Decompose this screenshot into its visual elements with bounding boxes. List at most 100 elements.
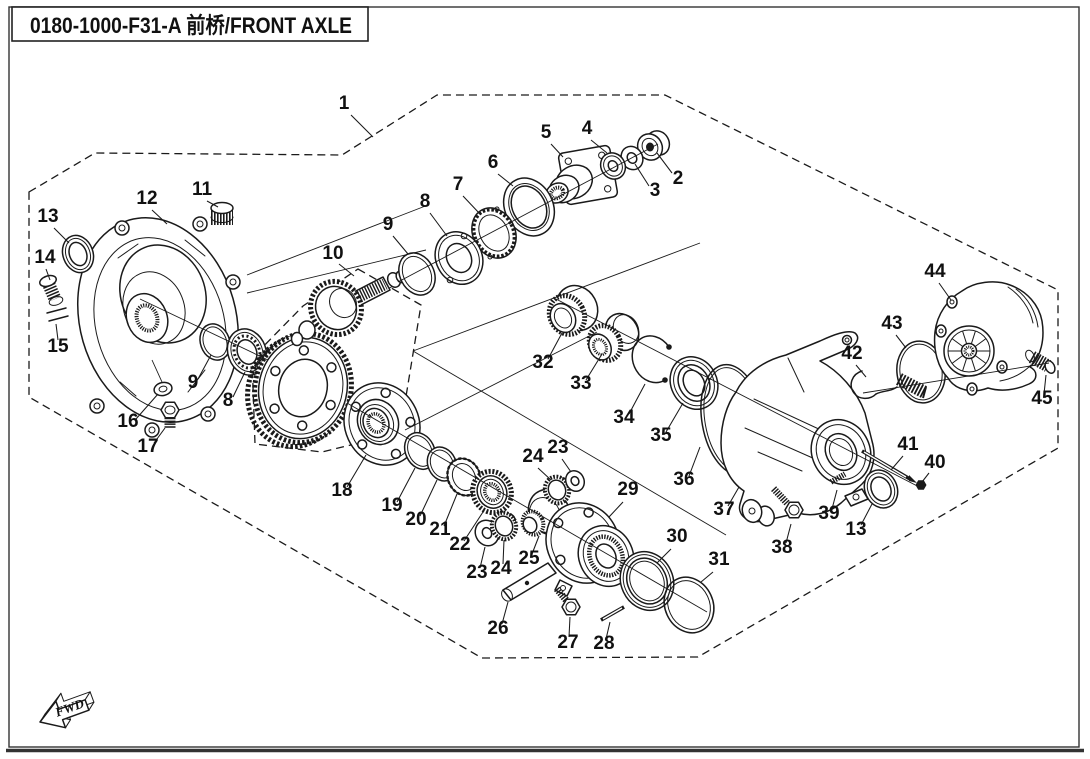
leader-line-6 xyxy=(497,173,514,187)
callout-4: 4 xyxy=(582,118,593,139)
callout-18: 18 xyxy=(331,480,352,501)
callout-23: 23 xyxy=(547,437,568,458)
part-11-bushing xyxy=(210,201,234,225)
leader-line-29 xyxy=(608,501,624,518)
leader-line-24 xyxy=(537,467,552,481)
part-10-pinion-gear-set-boundary xyxy=(251,268,422,453)
callout-30: 30 xyxy=(666,526,687,547)
leader-line-11 xyxy=(206,200,219,208)
leader-line-9 xyxy=(197,354,212,380)
callout-8: 8 xyxy=(420,191,431,212)
callout-24: 24 xyxy=(490,558,512,579)
callout-44: 44 xyxy=(924,261,946,282)
callout-27: 27 xyxy=(557,632,578,653)
callout-17: 17 xyxy=(137,436,158,457)
part-15-retaining-clip xyxy=(46,307,69,322)
callout-33: 33 xyxy=(570,373,591,394)
callout-23: 23 xyxy=(466,562,487,583)
callout-3: 3 xyxy=(650,180,661,201)
leader-line-40 xyxy=(921,472,930,483)
callout-25: 25 xyxy=(518,548,540,569)
part-13-oil-seal-left xyxy=(61,234,95,274)
callout-28: 28 xyxy=(593,633,614,654)
leader-line-41 xyxy=(890,455,904,471)
leader-line-22 xyxy=(463,511,484,542)
callout-38: 38 xyxy=(771,537,792,558)
callout-42: 42 xyxy=(841,343,862,364)
part-21-wave-washer xyxy=(446,457,482,497)
callout-6: 6 xyxy=(488,152,499,173)
leader-line-7 xyxy=(462,195,481,215)
leader-line-1 xyxy=(350,114,374,138)
part-27-bolt xyxy=(553,585,581,616)
leader-line-3 xyxy=(634,163,650,187)
callout-22: 22 xyxy=(449,534,470,555)
leader-line-26 xyxy=(501,601,509,625)
callout-26: 26 xyxy=(487,618,508,639)
callout-41: 41 xyxy=(897,434,919,455)
leader-line-5 xyxy=(550,143,564,158)
part-33-spline-gear xyxy=(586,312,640,363)
leader-line-25 xyxy=(531,535,540,555)
leader-line-15 xyxy=(55,323,59,341)
leader-line-34 xyxy=(628,383,646,415)
callout-8: 8 xyxy=(223,390,234,411)
flange-bolt-holes xyxy=(350,387,416,460)
part-41-shift-rod xyxy=(861,449,917,483)
leader-line-13 xyxy=(860,503,873,526)
callout-16: 16 xyxy=(117,411,138,432)
callout-7: 7 xyxy=(453,174,464,195)
callout-31: 31 xyxy=(708,549,730,570)
leader-line-37 xyxy=(727,486,740,507)
leader-line-14 xyxy=(45,268,51,281)
part-17-drain-plug xyxy=(160,401,180,428)
part-6-oil-seal xyxy=(502,177,556,237)
leader-line-33 xyxy=(585,353,603,381)
leader-line-30 xyxy=(656,548,672,564)
callout-11: 11 xyxy=(192,179,213,200)
leader-line-21 xyxy=(443,493,458,527)
callout-13: 13 xyxy=(845,519,866,540)
part-8-bearing-front xyxy=(434,231,484,285)
leader-line-4 xyxy=(590,139,608,154)
part-12-gearcase-cover xyxy=(75,216,245,438)
leader-line-18 xyxy=(346,454,367,488)
leader-line-44 xyxy=(938,282,952,301)
leader-line-23 xyxy=(561,458,572,473)
callout-37: 37 xyxy=(713,499,734,520)
part-13-oil-seal-right xyxy=(863,469,899,509)
part-45-plug-bolt xyxy=(1025,349,1056,374)
callout-2: 2 xyxy=(673,168,684,189)
leader-line-43 xyxy=(895,334,907,349)
part-31-o-ring-large xyxy=(663,576,715,634)
page-title: 0180-1000-F31-A 前桥/FRONT AXLE xyxy=(30,13,352,38)
callout-34: 34 xyxy=(613,407,635,428)
part-37-axle-housing xyxy=(720,330,875,527)
part-39-dowel-pin xyxy=(829,471,847,485)
leader-line-42 xyxy=(855,364,867,378)
leader-line-8 xyxy=(232,371,246,398)
callout-24: 24 xyxy=(522,446,544,467)
part-16-sealing-washer xyxy=(153,381,173,397)
callout-45: 45 xyxy=(1031,388,1053,409)
part-35-bearing-rear xyxy=(669,356,719,410)
part-26-cross-shaft xyxy=(501,562,557,602)
callout-36: 36 xyxy=(673,469,694,490)
construction-lines xyxy=(139,143,1050,613)
part-9-shim-left xyxy=(199,323,231,361)
leader-line-39 xyxy=(831,489,838,510)
part-38-flange-bolt xyxy=(770,485,804,519)
leader-line-16 xyxy=(135,393,159,420)
part-28-roll-pin xyxy=(600,605,625,622)
leader-line-13 xyxy=(53,227,70,244)
callout-39: 39 xyxy=(818,503,839,524)
callout-32: 32 xyxy=(532,352,553,373)
leader-line-24 xyxy=(502,539,505,565)
callout-9: 9 xyxy=(188,372,199,393)
callout-40: 40 xyxy=(924,452,945,473)
leader-line-27 xyxy=(568,616,571,638)
callout-29: 29 xyxy=(617,479,638,500)
callout-43: 43 xyxy=(881,313,902,334)
